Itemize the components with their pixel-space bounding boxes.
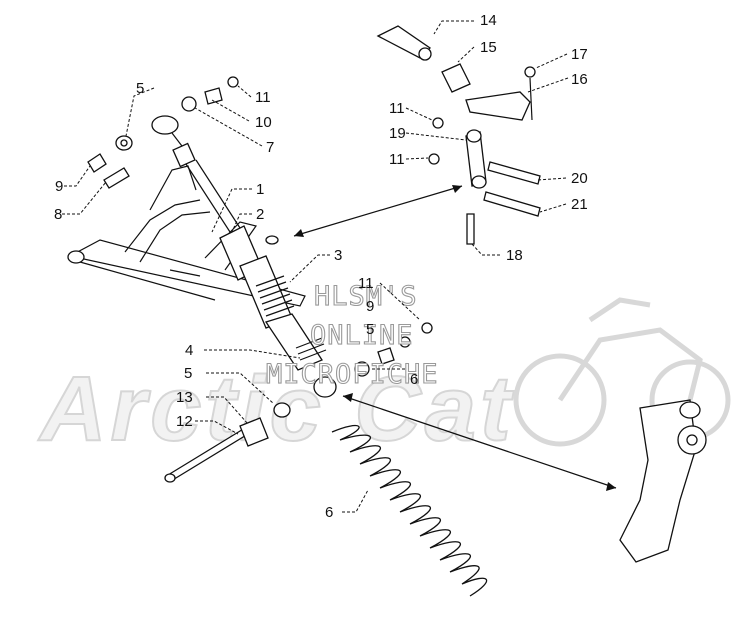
shock-bottom-eye: [313, 376, 337, 398]
callout-11-lower: 11: [358, 275, 374, 292]
callout-17: 17: [571, 46, 588, 63]
callout-10: 10: [255, 114, 272, 131]
callout-2: 2: [256, 206, 264, 223]
callout-5-mid: 5: [184, 365, 192, 382]
watermark-text: HLSM'S ONLINE MICROFICHE: [265, 280, 439, 390]
callout-13: 13: [176, 389, 193, 406]
bolt-20: [487, 161, 541, 185]
callout-11-linkage-b: 11: [389, 151, 405, 168]
bolt-8: [103, 167, 130, 189]
callout-9-upper: 9: [55, 178, 63, 195]
callout-19: 19: [389, 125, 406, 142]
upper-hardware: [87, 76, 239, 189]
watermark-line-2: ONLINE: [310, 320, 414, 351]
callout-21: 21: [571, 196, 588, 213]
watermark-line-3: MICROFICHE: [266, 359, 439, 390]
bolt-18: [466, 213, 475, 245]
leader-lines: [62, 20, 569, 513]
bushing-9-lower: [399, 336, 411, 348]
washer-6-upper: [181, 96, 197, 112]
shock-rod-end: [172, 142, 196, 168]
callout-11-linkage-a: 11: [389, 100, 405, 117]
spindle: [619, 399, 707, 563]
pivot-14: [376, 25, 432, 59]
callout-1: 1: [256, 181, 264, 198]
washer-6-lower: [354, 361, 370, 377]
spacer-10: [204, 87, 223, 105]
shock-top-eye: [151, 115, 179, 135]
callout-15: 15: [480, 39, 497, 56]
callout-16: 16: [571, 71, 588, 88]
shock-spring: [331, 424, 488, 597]
callout-4: 4: [185, 342, 193, 359]
callout-6-lower: 6: [410, 371, 418, 388]
linkage-assembly: [376, 25, 541, 245]
nut-11-upper: [227, 76, 239, 88]
shock-absorber: [151, 115, 337, 398]
callout-6-upper: 7: [266, 139, 274, 156]
callout-11-upper: 11: [255, 89, 271, 106]
nut-11-linkage-b: [428, 153, 440, 165]
lower-hardware: [164, 322, 433, 483]
callout-labels: 14 15 17 16 11 19 11 20 21 18 5 11 10 7 …: [54, 12, 588, 521]
callout-12: 12: [176, 413, 193, 430]
watermark-line-1: HLSM'S: [314, 281, 418, 312]
bushing-15: [441, 63, 471, 93]
bolt-21: [483, 191, 541, 217]
reference-arrows: [293, 185, 617, 491]
callout-9-lower: 9: [366, 298, 374, 315]
watermark-motorcycle: [513, 297, 731, 447]
callout-7: 6: [325, 504, 333, 521]
bushing-13: [239, 417, 269, 447]
nut-11-lower: [421, 322, 433, 334]
callout-18: 18: [506, 247, 523, 264]
washer-5-lower: [273, 402, 291, 418]
callout-5-lower: 5: [366, 321, 374, 338]
nut-17: [524, 66, 536, 78]
callout-5-upper: 5: [136, 80, 144, 97]
callout-14: 14: [480, 12, 497, 29]
nut-11-linkage-a: [432, 117, 444, 129]
callout-3: 3: [334, 247, 342, 264]
callout-8: 8: [54, 206, 62, 223]
bracket-16: [465, 91, 531, 121]
bushing-9: [87, 153, 107, 173]
callout-20: 20: [571, 170, 588, 187]
shock-lower-body: [264, 313, 323, 371]
spacer-lower: [377, 347, 395, 365]
